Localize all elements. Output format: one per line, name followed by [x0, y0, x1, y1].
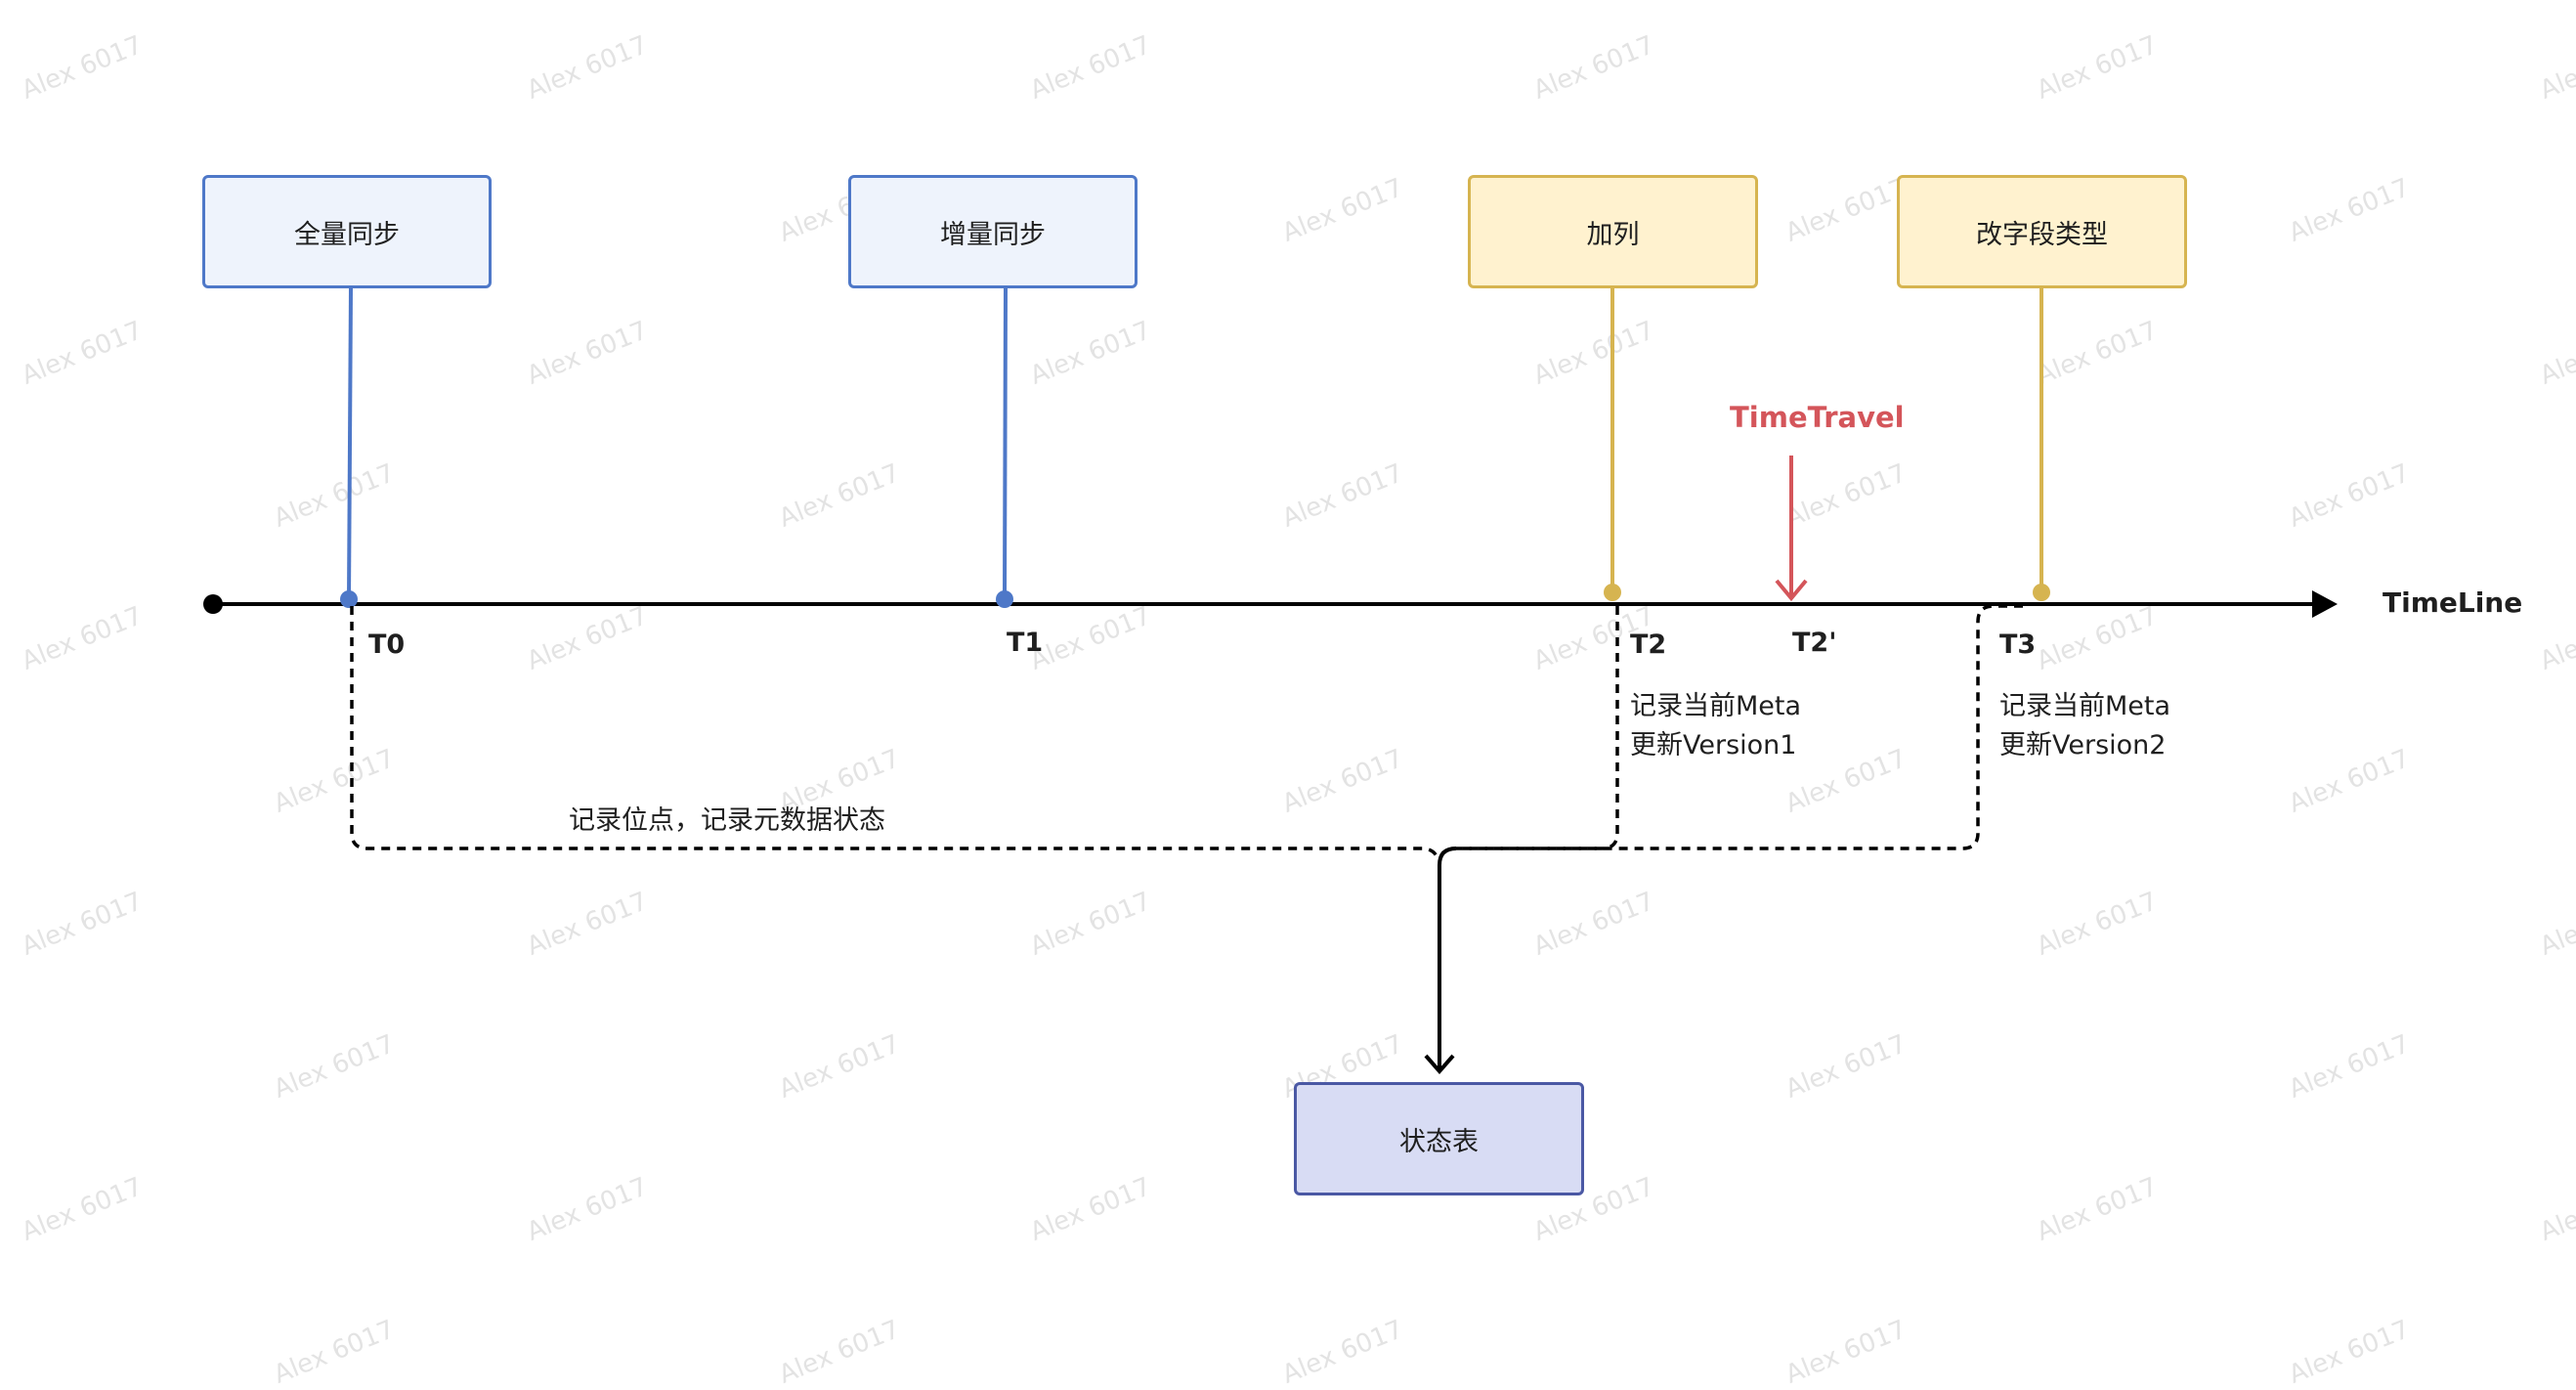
- tick-t0: T0: [368, 630, 406, 660]
- tick-t3: T3: [1999, 630, 2037, 660]
- watermark-text: Alex 6017: [1278, 1315, 1408, 1390]
- incr-sync-label: 增量同步: [940, 219, 1046, 250]
- full-sync-label: 全量同步: [294, 219, 400, 250]
- t2-note-line-1: 记录当前Meta: [1630, 691, 1802, 721]
- full-sync-connector: [347, 287, 353, 600]
- watermark-text: Alex 6017: [2285, 1315, 2415, 1390]
- t0-record-path: [350, 606, 1440, 861]
- tick-t2: T2: [1630, 630, 1667, 660]
- t2-notes: 记录当前Meta 更新Version1: [1630, 687, 1801, 765]
- t2-note-line-2: 更新Version1: [1630, 730, 1797, 760]
- state-table-arrowhead: [1424, 1054, 1455, 1075]
- add-column-label: 加列: [1586, 219, 1640, 250]
- tick-t2-prime: T2': [1792, 628, 1837, 658]
- add-column-box: 加列: [1468, 175, 1758, 288]
- t2-record-path: [1456, 606, 1619, 850]
- t3-notes: 记录当前Meta 更新Version2: [1999, 687, 2170, 765]
- change-type-label: 改字段类型: [1976, 219, 2108, 250]
- t3-note-line-2: 更新Version2: [1999, 730, 2167, 760]
- watermark-text: Alex 6017: [775, 1315, 905, 1390]
- timetravel-label: TimeTravel: [1730, 401, 1905, 434]
- t2-dot: [1604, 584, 1621, 601]
- axis-label: TimeLine: [2383, 586, 2523, 619]
- t1-dot: [996, 590, 1013, 608]
- t3-dot: [2033, 584, 2050, 601]
- tick-t1: T1: [1007, 628, 1044, 658]
- change-type-box: 改字段类型: [1897, 175, 2187, 288]
- watermark-text: Alex 6017: [1782, 1315, 1911, 1390]
- t0-dot: [340, 590, 358, 608]
- t3-note-line-1: 记录当前Meta: [1999, 691, 2171, 721]
- watermark-text: Alex 6017: [270, 1315, 400, 1390]
- t3-record-path: [1456, 604, 2023, 850]
- full-sync-box: 全量同步: [202, 175, 492, 288]
- axis-arrowhead: [2312, 590, 2338, 618]
- timeline-diagram: Alex 6017 Alex 6017 Alex 6017 Alex 6017 Alex…: [18, 30, 2576, 1390]
- state-table-label: 状态表: [1399, 1126, 1479, 1157]
- record-note: 记录位点，记录元数据状态: [569, 805, 885, 836]
- incr-sync-connector: [1003, 287, 1008, 600]
- timetravel-arrowhead: [1775, 579, 1808, 602]
- diagram-lines: [203, 287, 2338, 1075]
- state-table-box: 状态表: [1294, 1082, 1584, 1195]
- state-table-connector: [1438, 847, 1457, 1069]
- incr-sync-box: 增量同步: [848, 175, 1138, 288]
